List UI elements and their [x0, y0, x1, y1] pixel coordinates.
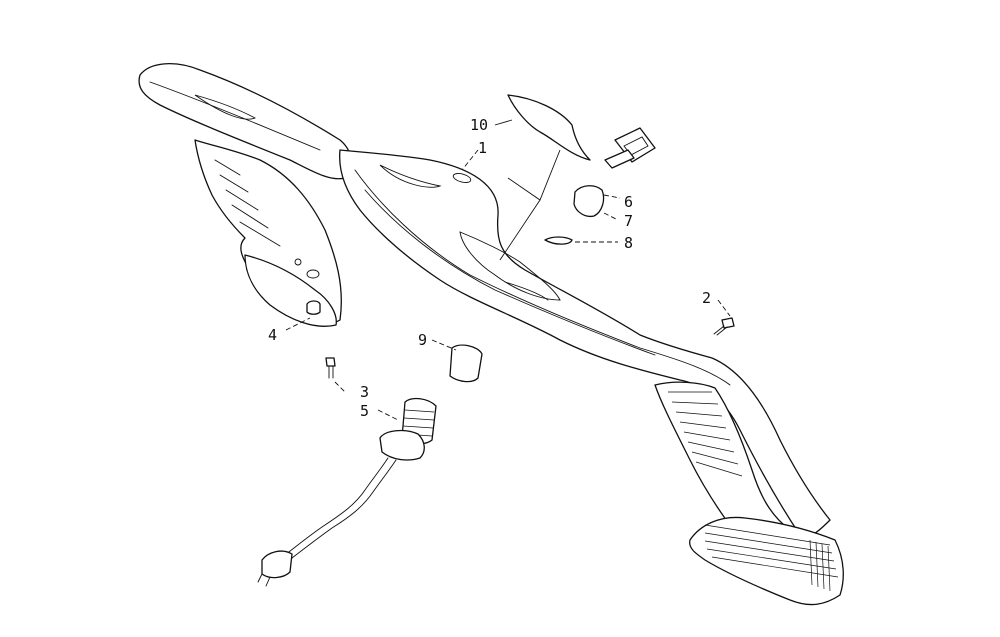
callout-4: 4	[268, 326, 277, 344]
leader-7	[603, 212, 619, 221]
decal	[507, 94, 591, 161]
callout-1: 1	[478, 139, 487, 157]
nut	[306, 300, 321, 315]
switch-bezel	[573, 185, 605, 218]
lamp-socket-harness	[257, 397, 437, 587]
leader-1	[461, 149, 479, 171]
screw-2	[713, 317, 735, 336]
callout-3: 3	[360, 383, 369, 401]
leader-5	[377, 409, 399, 421]
callout-6: 6	[624, 193, 633, 211]
callout-10: 10	[470, 116, 488, 134]
leader-10	[494, 119, 513, 126]
callout-2: 2	[702, 289, 711, 307]
leader-9	[431, 339, 457, 351]
key-switch	[604, 127, 656, 169]
leader-bracket-1	[499, 149, 561, 261]
leader-6	[603, 194, 621, 199]
console-cover	[138, 63, 844, 606]
bolt-3	[325, 357, 336, 379]
leader-3	[334, 381, 346, 393]
callout-5: 5	[360, 402, 369, 420]
callout-7: 7	[624, 212, 633, 230]
callout-9: 9	[418, 331, 427, 349]
leader-4	[285, 317, 311, 331]
retaining-ring	[544, 236, 573, 245]
grommet	[449, 344, 483, 383]
leader-2	[717, 299, 731, 317]
callout-8: 8	[624, 234, 633, 252]
